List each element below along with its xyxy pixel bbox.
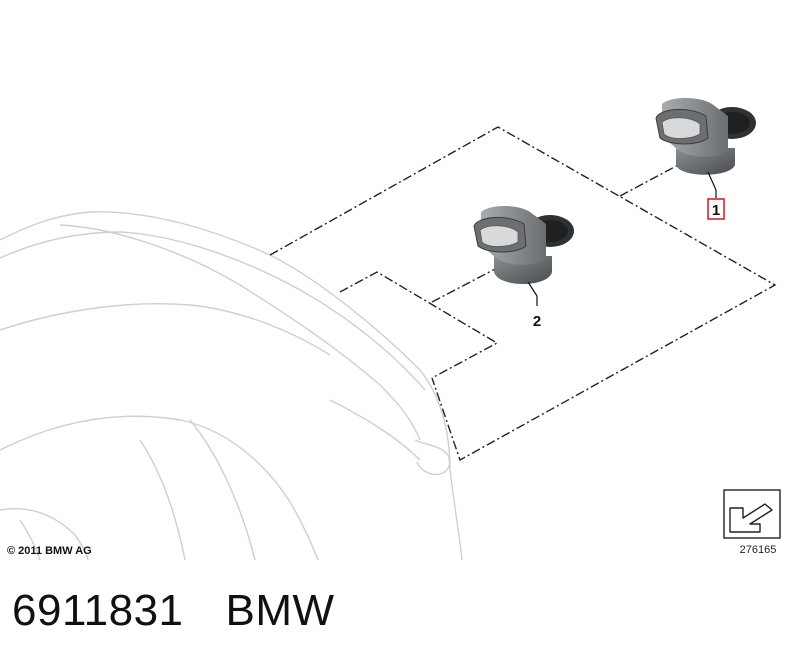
direction-arrow-icon: [729, 503, 773, 533]
callout-1-highlight: [707, 198, 725, 220]
parking-sensor-2: [473, 206, 574, 284]
leader-lines: [527, 171, 717, 306]
callout-2[interactable]: 2: [533, 313, 541, 330]
callout-2-label: 2: [533, 313, 541, 330]
brand-name: BMW: [225, 586, 335, 635]
copyright-text: © 2011 BMW AG: [7, 545, 92, 557]
reference-box: 276165: [723, 489, 781, 556]
parking-sensor-1: [655, 98, 756, 175]
callout-1[interactable]: 1: [707, 198, 725, 220]
assembly-lines: [269, 126, 777, 462]
reference-number: 276165: [740, 544, 777, 556]
callout-1-label: 1: [712, 202, 720, 219]
part-caption: 6911831 BMW: [12, 586, 335, 636]
part-number: 6911831: [12, 586, 184, 635]
car-outline: [0, 211, 463, 561]
